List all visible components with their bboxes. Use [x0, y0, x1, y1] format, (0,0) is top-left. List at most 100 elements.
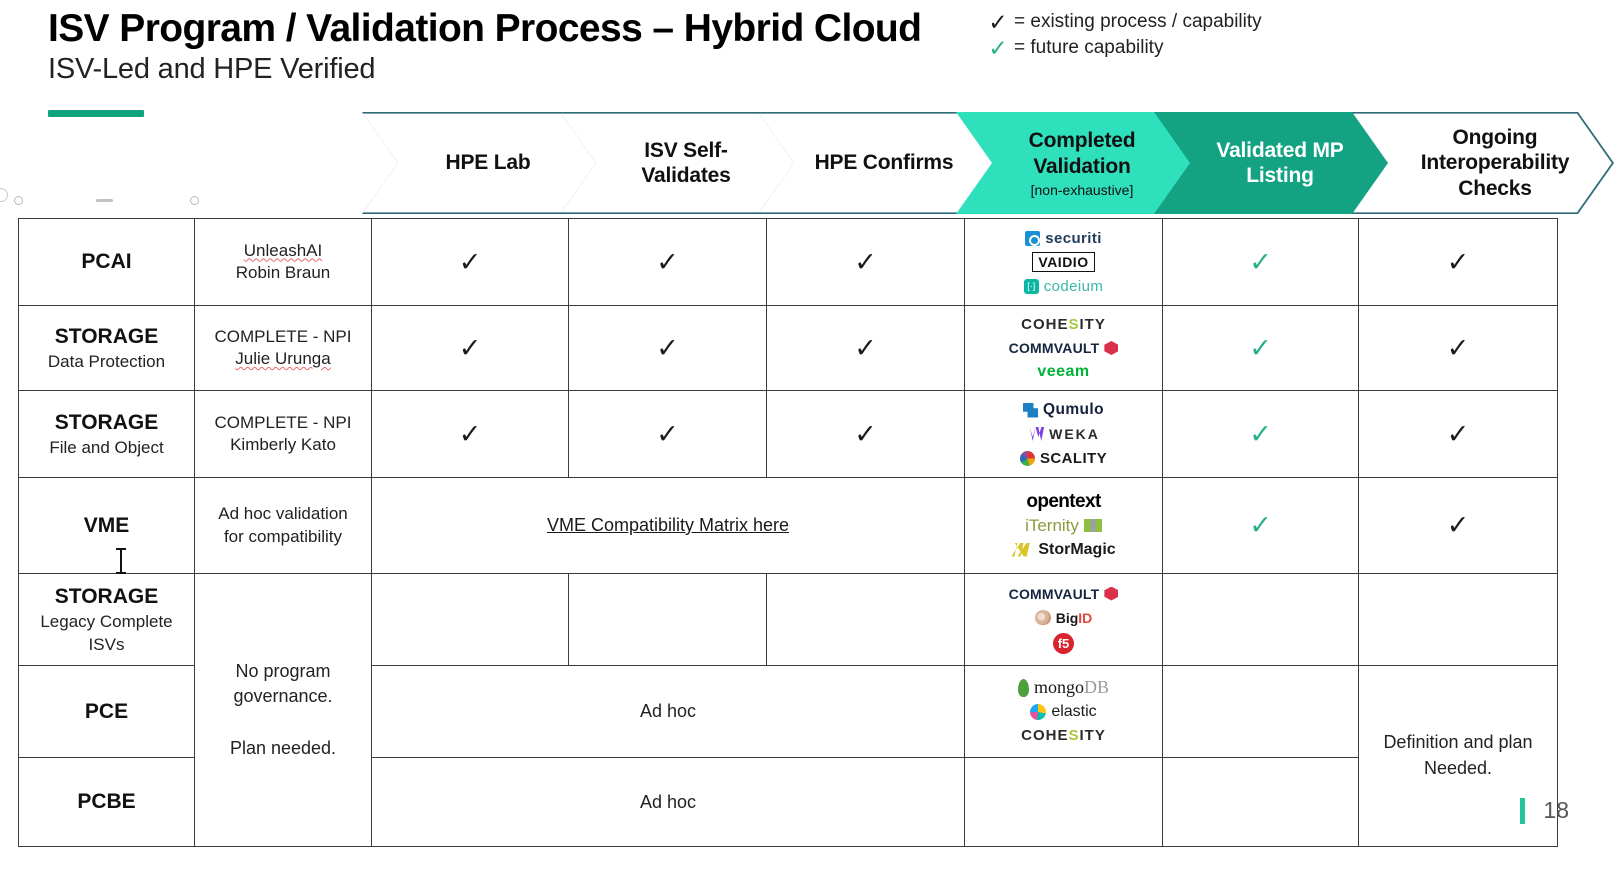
cell-program-storage-file-object: STORAGE File and Object: [18, 390, 195, 478]
owner-line-1: COMPLETE - NPI: [214, 412, 352, 432]
cell-isv-self-storage-legacy: [568, 573, 767, 666]
check-future-icon: ✓: [988, 34, 1008, 61]
stage-label-ongoing-2: Interoperability: [1420, 151, 1570, 175]
stage-label-isv-self-1: ISV Self-: [644, 138, 728, 162]
stage-label-isv-self-2: Validates: [641, 164, 731, 187]
text-cursor-icon: [116, 548, 126, 574]
scality-mark-icon: [1020, 450, 1036, 466]
opentext-logo: opentext: [1026, 490, 1101, 512]
cell-validated-mp-storage-fo: ✓: [1162, 390, 1359, 478]
securiti-mark-icon: [1025, 230, 1041, 246]
cell-ongoing-pcai: ✓: [1358, 218, 1558, 306]
stage-label-hpe-lab: HPE Lab: [445, 151, 531, 175]
qumulo-mark-icon: [1023, 402, 1039, 418]
stage-label-validated-2: Listing: [1246, 164, 1314, 187]
stage-chevron-band: Program Req'ments Owner HPE Lab ISV Self…: [0, 110, 1614, 315]
selection-handle-right[interactable]: [190, 196, 199, 205]
stage-chevron-hpe-confirms[interactable]: HPE Confirms: [758, 112, 1002, 214]
cell-program-storage-legacy: STORAGE Legacy Complete ISVs: [18, 573, 195, 666]
table-row: PCE Ad hoc mongoDB elastic COHESITY: [18, 665, 1558, 847]
vaidio-logo: VAIDIO: [1032, 251, 1095, 273]
stormagic-logo: StorMagic: [1011, 540, 1116, 559]
cell-validated-mp-storage-dp: ✓: [1162, 305, 1359, 391]
mongodb-leaf-icon: [1017, 678, 1029, 697]
cell-isv-self-storage-fo: ✓: [568, 390, 767, 478]
elastic-mark-icon: [1030, 703, 1047, 720]
title-block: ISV Program / Validation Process – Hybri…: [48, 7, 978, 86]
cell-completed-validation-storage-dp: COHESITY COMMVAULT veeam: [964, 305, 1163, 391]
owner-line-1: Ad hoc validation: [218, 504, 348, 524]
chevron-fill: [362, 112, 606, 214]
check-icon: ✓: [854, 246, 877, 277]
check-existing-icon: ✓: [988, 8, 1008, 35]
check-icon: ✓: [1446, 418, 1470, 449]
cell-ongoing-storage-legacy: [1358, 573, 1558, 666]
stage-chevron-validated-mp-listing[interactable]: Validated MP Listing: [1154, 112, 1398, 214]
program-name: PCAI: [81, 250, 132, 274]
check-icon: ✓: [458, 418, 482, 449]
cell-validated-mp-storage-legacy: [1162, 573, 1359, 666]
weka-logo: WEKA: [1027, 425, 1100, 444]
selection-handle-left[interactable]: [14, 196, 23, 205]
cell-hpe-confirms-storage-dp: ✓: [766, 305, 965, 391]
note-line-1: No program: [235, 660, 331, 681]
owner-line-1: UnleashAI: [243, 240, 323, 260]
program-name: VME: [83, 513, 130, 537]
cell-hpe-confirms-pcai: ✓: [766, 218, 965, 306]
cell-program-pcai: PCAI: [18, 218, 195, 306]
note-line-2: Needed.: [1423, 758, 1493, 778]
mongodb-logo: mongoDB: [1017, 677, 1109, 697]
program-name: STORAGE: [54, 324, 159, 348]
cell-vme-compatibility-matrix-link[interactable]: VME Compatibility Matrix here: [371, 477, 965, 574]
stage-chevron-ongoing-interoperability[interactable]: Ongoing Interoperability Checks: [1352, 112, 1614, 214]
adhoc-label: Ad hoc: [639, 701, 697, 721]
stage-chevron-isv-self-validates[interactable]: ISV Self- Validates: [560, 112, 804, 214]
page-title: ISV Program / Validation Process – Hybri…: [48, 7, 922, 50]
program-sub: Data Protection: [47, 351, 166, 371]
stormagic-mark-icon: [1011, 542, 1030, 557]
weka-mark-icon: [1027, 427, 1045, 441]
program-name: PCE: [84, 699, 129, 723]
commvault-mark-icon: [1104, 586, 1119, 601]
cell-adhoc-pcbe: Ad hoc: [371, 757, 965, 847]
logo-stack: Qumulo WEKA SCALITY: [970, 401, 1157, 468]
codeium-mark-icon: [1023, 278, 1039, 294]
cell-completed-validation-pcai: securiti VAIDIO codeium: [964, 218, 1163, 306]
check-icon: ✓: [458, 332, 482, 363]
stage-chevron-hpe-lab[interactable]: HPE Lab: [362, 112, 606, 214]
validation-matrix-table: PCAI UnleashAI Robin Braun ✓ ✓ ✓ securit…: [18, 218, 1558, 847]
selection-handle-top[interactable]: [96, 199, 113, 202]
cell-isv-self-storage-dp: ✓: [568, 305, 767, 391]
stage-label-completed-2: Validation: [1033, 154, 1131, 178]
cell-adhoc-pce: Ad hoc: [371, 665, 965, 758]
cohesity-logo: COHESITY: [1021, 315, 1106, 333]
iternity-logo: iTernity: [1025, 516, 1102, 535]
vme-compatibility-matrix-link[interactable]: VME Compatibility Matrix here: [546, 515, 790, 535]
legend: ✓ = existing process / capability ✓ = fu…: [985, 8, 1261, 61]
cell-hpe-confirms-storage-fo: ✓: [766, 390, 965, 478]
owner-line-2: Julie Urunga: [235, 349, 331, 368]
cell-owner-vme: Ad hoc validation for compatibility: [194, 477, 372, 574]
bigid-logo: BigID: [1034, 608, 1092, 627]
slide-number: 18: [1520, 797, 1569, 824]
cell-owner-storage-data-protection: COMPLETE - NPI Julie Urunga: [194, 305, 372, 391]
slide-number-accent-bar: [1520, 797, 1526, 824]
stage-chevron-completed-validation[interactable]: Completed Validation [non-exhaustive]: [956, 112, 1200, 214]
check-icon: ✓: [1446, 332, 1470, 363]
note-line-2: governance.: [233, 686, 333, 707]
commvault-logo: COMMVAULT: [1009, 584, 1119, 603]
cell-program-vme: VME: [18, 477, 195, 574]
cell-ongoing-definition-needed: Definition and plan Needed.: [1358, 665, 1558, 847]
cell-ongoing-storage-dp: ✓: [1358, 305, 1558, 391]
slide-number-text: 18: [1543, 797, 1569, 823]
iternity-mark-icon: [1083, 519, 1102, 532]
check-icon: ✓: [854, 332, 877, 363]
qumulo-logo: Qumulo: [1023, 401, 1104, 420]
codeium-logo: codeium: [1023, 277, 1104, 296]
cell-program-pcbe: PCBE: [18, 757, 195, 847]
cell-owner-no-governance: No program governance. Plan needed.: [194, 573, 372, 847]
table-row: VME Ad hoc validation for compatibility …: [18, 477, 1558, 574]
cell-hpe-lab-storage-fo: ✓: [371, 390, 569, 478]
owner-line-2: Kimberly Kato: [230, 435, 336, 454]
check-icon: ✓: [656, 246, 679, 277]
